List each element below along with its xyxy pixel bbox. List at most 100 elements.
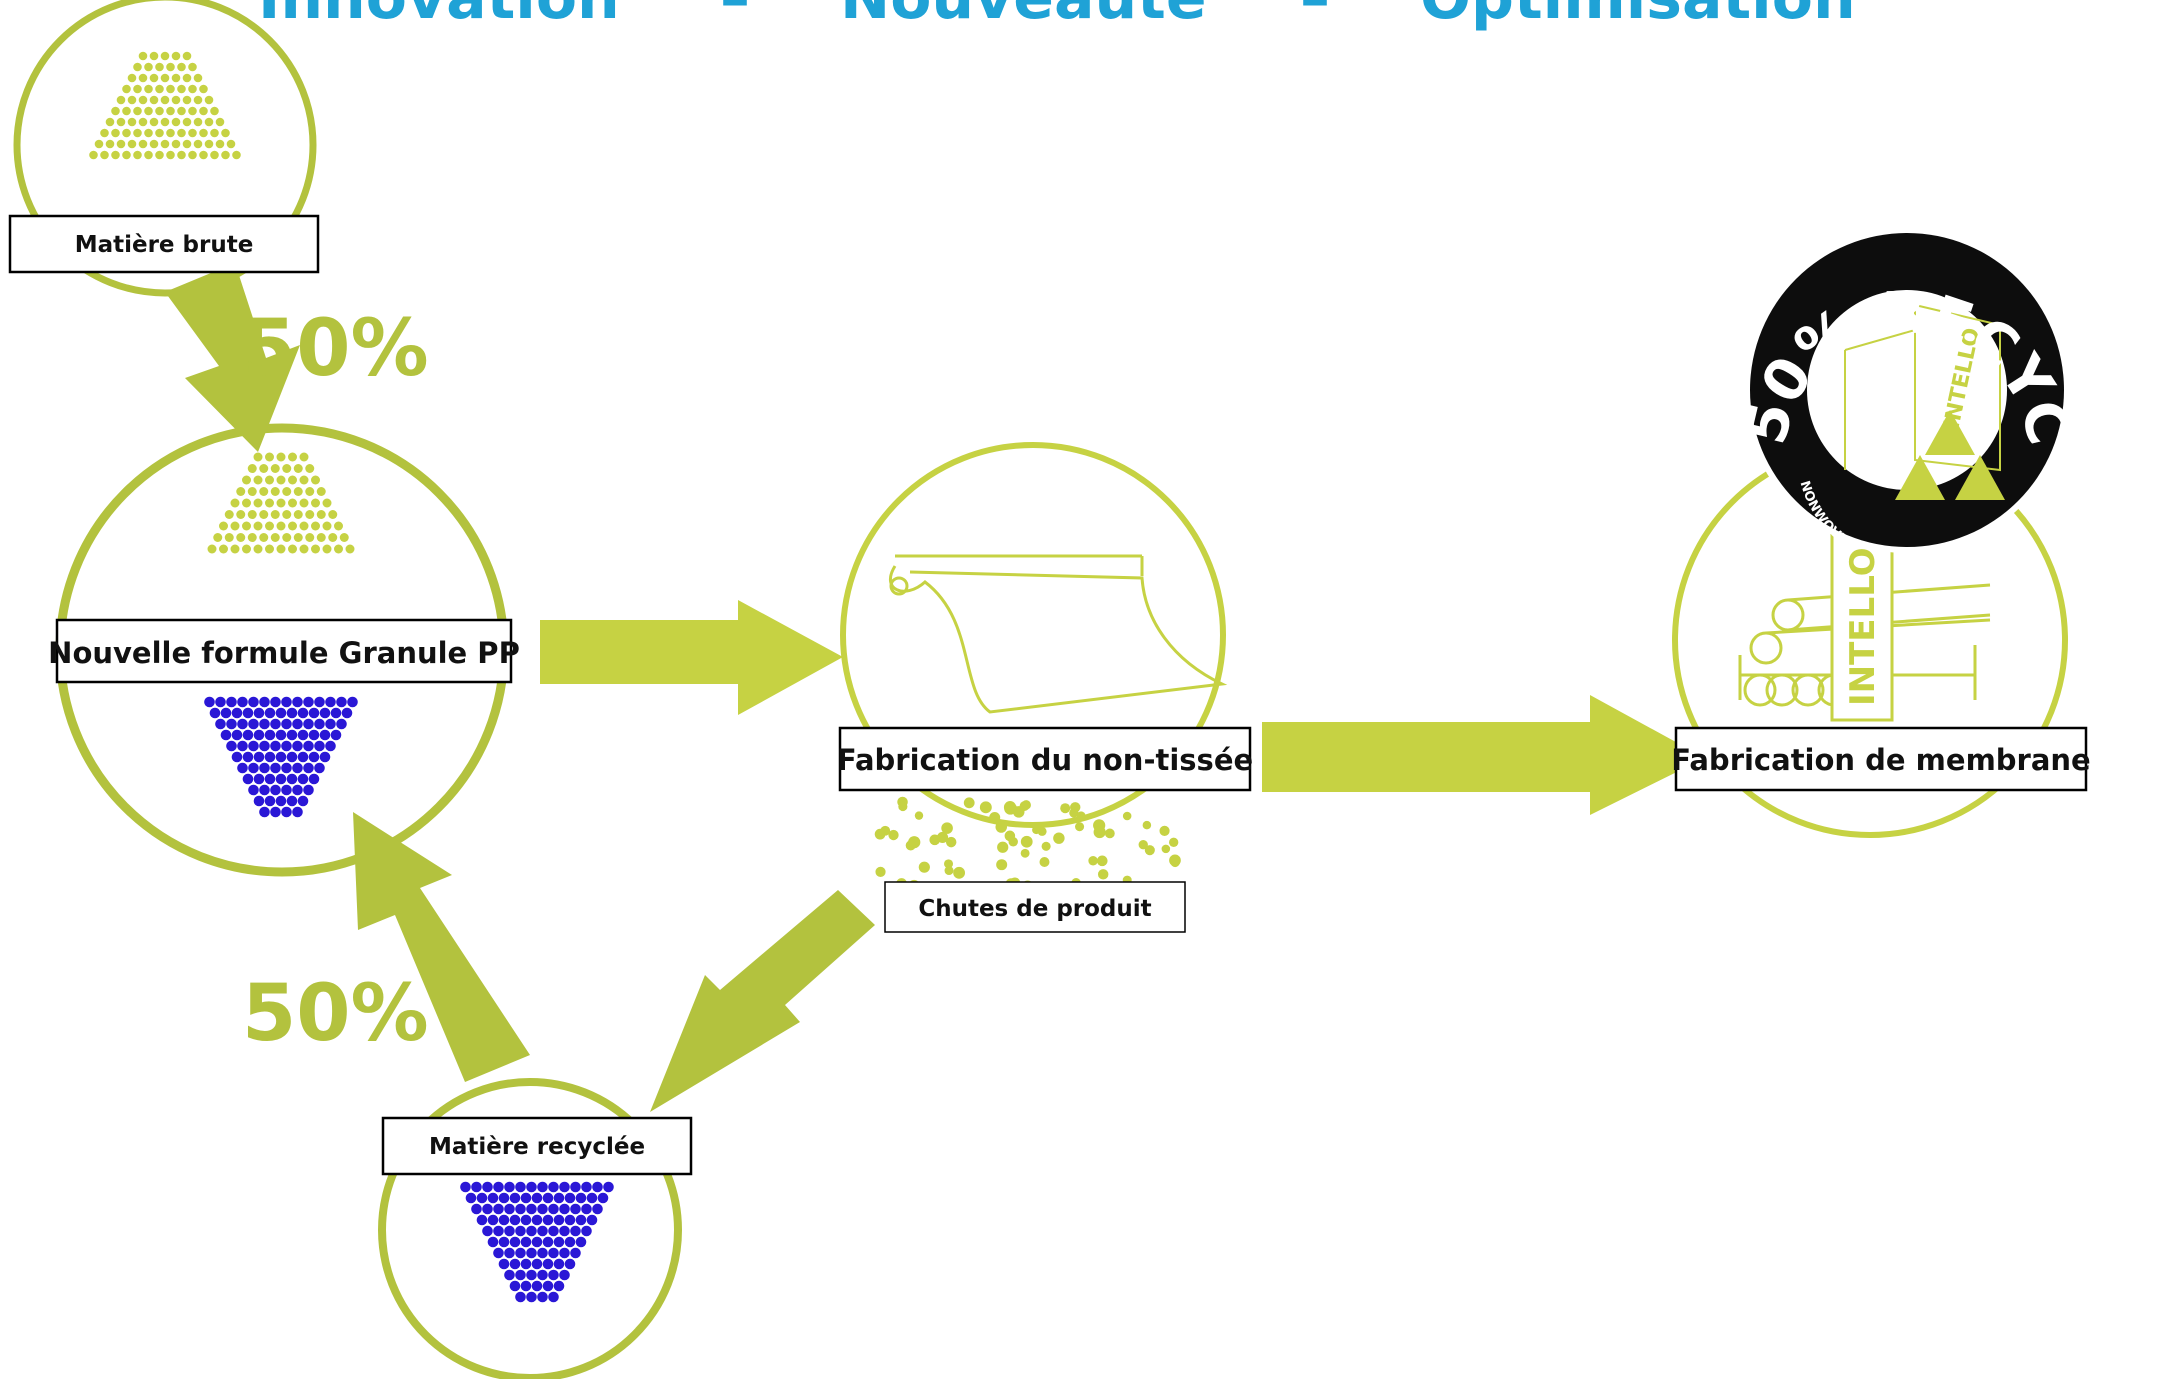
raw-pellet <box>122 106 131 116</box>
formula-pellet-blue <box>297 729 309 741</box>
recycled-pellet <box>493 1181 504 1193</box>
formula-pellet-yellow <box>247 533 257 542</box>
scrap-pellet <box>941 822 953 834</box>
formula-pellet-yellow <box>282 487 292 496</box>
raw-pellet <box>127 95 137 105</box>
recycled-pellet <box>520 1214 532 1226</box>
formula-pellet-blue <box>226 718 237 730</box>
recycled-pellet <box>526 1181 537 1193</box>
formula-pellet-blue <box>292 696 303 708</box>
raw-pellet <box>133 128 142 138</box>
raw-pellet <box>210 150 219 160</box>
formula-pellet-blue <box>314 718 325 730</box>
title-optimisation: Optimisation <box>1420 0 1856 33</box>
recycled-pellet <box>570 1181 581 1193</box>
formula-pellet-blue <box>248 740 259 752</box>
recycled-pellet <box>504 1247 515 1259</box>
formula-pellet-blue <box>303 718 314 730</box>
formula-pellet-blue <box>253 773 265 785</box>
formula-pellet-yellow <box>224 510 234 519</box>
raw-pellet <box>193 73 203 83</box>
formula-pellet-yellow <box>282 533 292 542</box>
formula-pellet-yellow <box>270 533 280 542</box>
formula-pellet-blue <box>286 707 298 719</box>
formula-pellet-blue <box>292 762 303 774</box>
title-innovation: Innovation <box>258 0 620 33</box>
raw-pellet <box>193 95 203 105</box>
raw-pellet <box>204 117 214 127</box>
formula-pellet-yellow <box>270 487 280 496</box>
formula-pellet-blue <box>325 718 336 730</box>
formula-pellet-yellow <box>316 510 326 519</box>
raw-pellet <box>138 95 148 105</box>
formula-pellet-yellow <box>230 521 240 531</box>
raw-pellet <box>199 106 208 116</box>
formula-pellet-blue <box>303 784 314 796</box>
formula-pellet-yellow <box>328 510 338 519</box>
raw-pellet <box>127 117 137 127</box>
recycled-pellet <box>553 1236 565 1248</box>
formula-pellet-yellow <box>288 521 297 531</box>
nonwoven-circle <box>840 442 1226 828</box>
scrap-pellet <box>995 821 1008 833</box>
raw-pellet <box>138 51 148 61</box>
formula-pellet-blue <box>286 795 298 807</box>
formula-pellet-blue <box>242 773 254 785</box>
raw-pellet <box>149 95 159 105</box>
formula-pellet-yellow <box>230 498 240 508</box>
recycled-pellet <box>482 1225 493 1237</box>
raw-pellet <box>144 84 153 94</box>
formula-pellet-yellow <box>334 544 343 554</box>
scrap-pellet <box>905 840 916 851</box>
raw-pellet <box>116 117 126 127</box>
formula-pellet-yellow <box>253 498 263 508</box>
recycled-pellet <box>542 1214 554 1226</box>
scrap-pellet <box>1053 832 1065 844</box>
recycled-pellet <box>493 1203 504 1215</box>
formula-pellet-blue <box>253 751 265 763</box>
title-dash-1: – <box>720 0 750 33</box>
formula-pellet-yellow <box>276 452 286 462</box>
formula-pellet-yellow <box>288 452 297 462</box>
recycled-pellet <box>564 1258 576 1270</box>
raw-pellet <box>105 117 115 127</box>
raw-pellet <box>122 84 131 94</box>
formula-pellet-blue <box>270 718 281 730</box>
scrap-pellet <box>1096 855 1108 867</box>
raw-share-percent: 50% <box>242 304 429 394</box>
recycled-pellet <box>564 1214 576 1226</box>
raw-pellet <box>149 73 159 83</box>
raw-pellet <box>160 73 170 83</box>
recycled-pellet <box>509 1280 521 1292</box>
formula-pellet-blue <box>248 696 259 708</box>
formula-pellet-blue <box>242 751 254 763</box>
formula-pellet-blue <box>281 718 292 730</box>
formula-pellet-blue <box>275 707 287 719</box>
formula-pellet-blue <box>259 806 270 818</box>
label-nonwoven: Fabrication du non-tissée <box>837 726 1253 792</box>
raw-pellet <box>188 84 197 94</box>
recycled-pellet <box>581 1203 592 1215</box>
recycled-pellet <box>526 1203 537 1215</box>
recycled-pellet <box>542 1192 554 1204</box>
raw-pellet <box>144 128 153 138</box>
raw-pellet <box>100 150 109 160</box>
formula-pellet-yellow <box>242 475 251 485</box>
formula-pellet-blue <box>319 729 331 741</box>
raw-pellet <box>182 117 192 127</box>
recycled-pellet <box>570 1203 581 1215</box>
formula-pellet-blue <box>259 740 270 752</box>
raw-pellet <box>127 139 137 149</box>
raw-pellet <box>221 150 230 160</box>
formula-pellet-blue <box>308 707 320 719</box>
recycled-pellet <box>476 1214 488 1226</box>
formula-pellet-blue <box>286 729 298 741</box>
raw-pellet <box>138 139 148 149</box>
formula-pellet-blue <box>297 751 309 763</box>
formula-pellet-blue <box>297 795 309 807</box>
raw-pellet <box>204 95 214 105</box>
scrap-pellet <box>1097 869 1109 880</box>
formula-pellet-yellow <box>259 510 269 519</box>
formula-pellet-yellow <box>322 544 332 554</box>
recycled-circle <box>378 1078 682 1379</box>
